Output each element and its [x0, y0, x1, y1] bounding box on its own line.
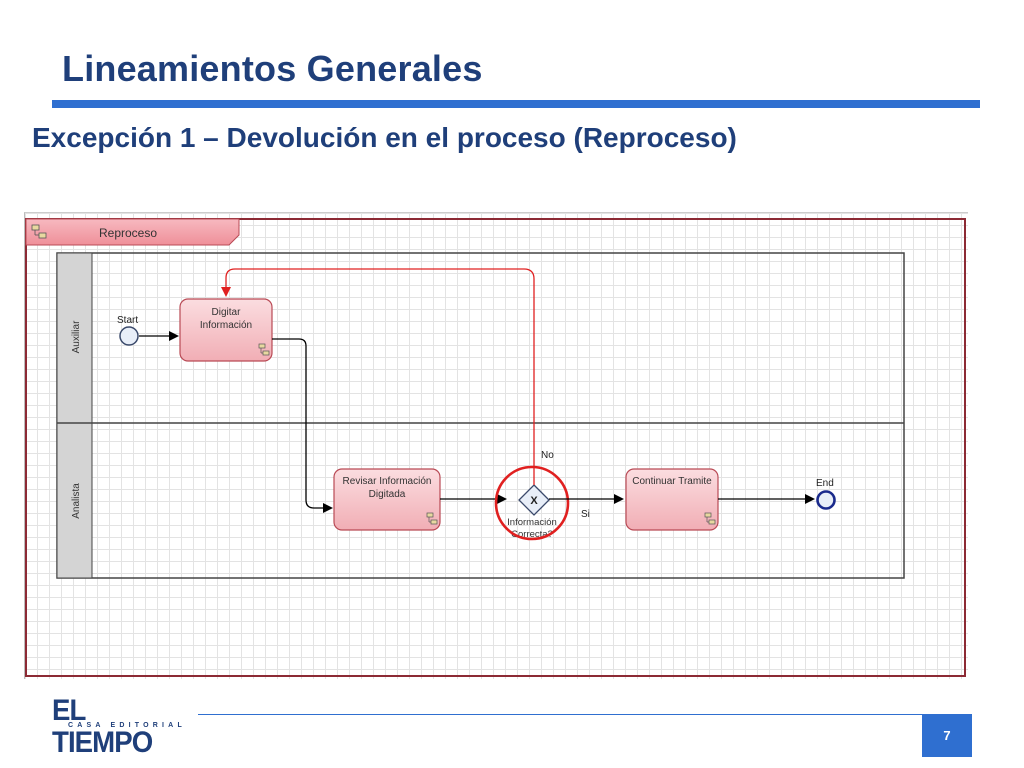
pool-header — [25, 218, 240, 246]
page-number-badge: 7 — [922, 714, 972, 757]
start-event[interactable] — [119, 326, 139, 346]
flow-digitar-to-revisar — [272, 338, 333, 513]
flow-label-si: Si — [581, 509, 590, 520]
task-digitar-informacion[interactable]: Digitar Información — [179, 298, 273, 362]
bpmn-diagram: Reproceso Auxiliar Analista Start Digita… — [24, 212, 968, 679]
gateway-informacion-correcta[interactable]: X — [518, 484, 550, 516]
slide-subtitle: Excepción 1 – Devolución en el proceso (… — [32, 122, 737, 153]
slide-title: Lineamientos Generales — [62, 48, 483, 89]
title-underline — [52, 100, 980, 108]
highlight-circle — [494, 465, 570, 541]
subprocess-icon — [258, 343, 270, 356]
lane-label-auxiliar: Auxiliar — [71, 320, 82, 353]
task-digitar-line-2: Información — [200, 320, 252, 331]
lane-label-analista: Analista — [71, 483, 82, 519]
gateway-x-symbol: X — [530, 495, 538, 507]
gateway-label-line-1: Información — [507, 517, 557, 528]
task-revisar-line-1: Revisar Información — [343, 476, 432, 487]
start-event-label: Start — [117, 315, 138, 326]
flow-label-no: No — [541, 450, 554, 461]
lane-header-column — [56, 252, 93, 579]
el-tiempo-logo: EL TIEMPO CASA EDITORIAL — [52, 695, 192, 759]
subprocess-icon — [426, 512, 438, 525]
subprocess-icon — [704, 512, 716, 525]
task-revisar-line-2: Digitada — [369, 489, 406, 500]
task-continuar-tramite[interactable]: Continuar Tramite — [625, 468, 719, 531]
pool-icon — [31, 224, 47, 239]
end-event-label: End — [816, 478, 834, 489]
logo-main-text: EL TIEMPO — [52, 694, 153, 759]
gateway-label-line-2: Correcta? — [511, 529, 553, 540]
logo-sub-text: CASA EDITORIAL — [68, 722, 186, 729]
task-revisar-informacion[interactable]: Revisar Información Digitada — [333, 468, 441, 531]
task-continuar-line-1: Continuar Tramite — [632, 476, 712, 487]
footer-rule — [198, 714, 922, 715]
bpmn-diagram-canvas: Reproceso Auxiliar Analista Start Digita… — [25, 218, 966, 677]
pool-label: Reproceso — [99, 226, 157, 240]
flow-no-return-to-digitar — [221, 268, 535, 485]
task-digitar-line-1: Digitar — [212, 307, 242, 318]
pool-border — [25, 218, 966, 677]
end-event[interactable] — [816, 490, 836, 510]
